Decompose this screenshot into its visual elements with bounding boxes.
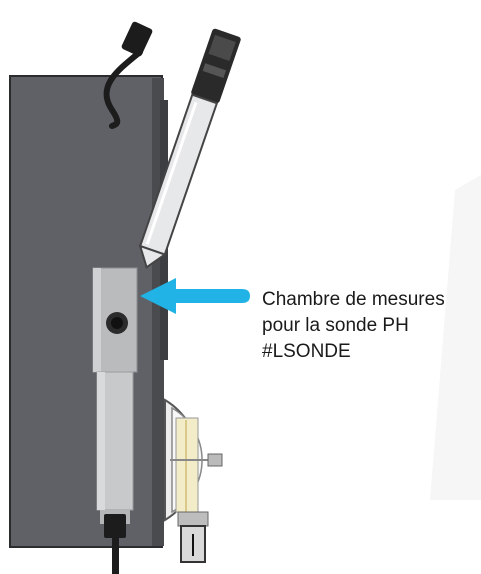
ph-probe	[138, 28, 241, 269]
background-shadow	[430, 175, 481, 500]
callout-line-1: Chambre de mesures	[262, 289, 445, 310]
filter-housing	[164, 398, 223, 563]
callout-line-2: pour la sonde PH	[262, 315, 409, 336]
cable-connector-icon	[121, 21, 153, 57]
chamber-callout-label: Chambre de mesures pour la sonde PH #LSO…	[262, 287, 477, 365]
black-cable	[103, 21, 153, 129]
callout-line-3: #LSONDE	[262, 341, 351, 362]
measurement-chamber	[92, 267, 138, 524]
arrow-right-to-left-icon	[140, 278, 250, 314]
cabinet	[9, 75, 168, 548]
bottom-cable	[104, 514, 126, 574]
cabinet-front	[9, 75, 163, 548]
